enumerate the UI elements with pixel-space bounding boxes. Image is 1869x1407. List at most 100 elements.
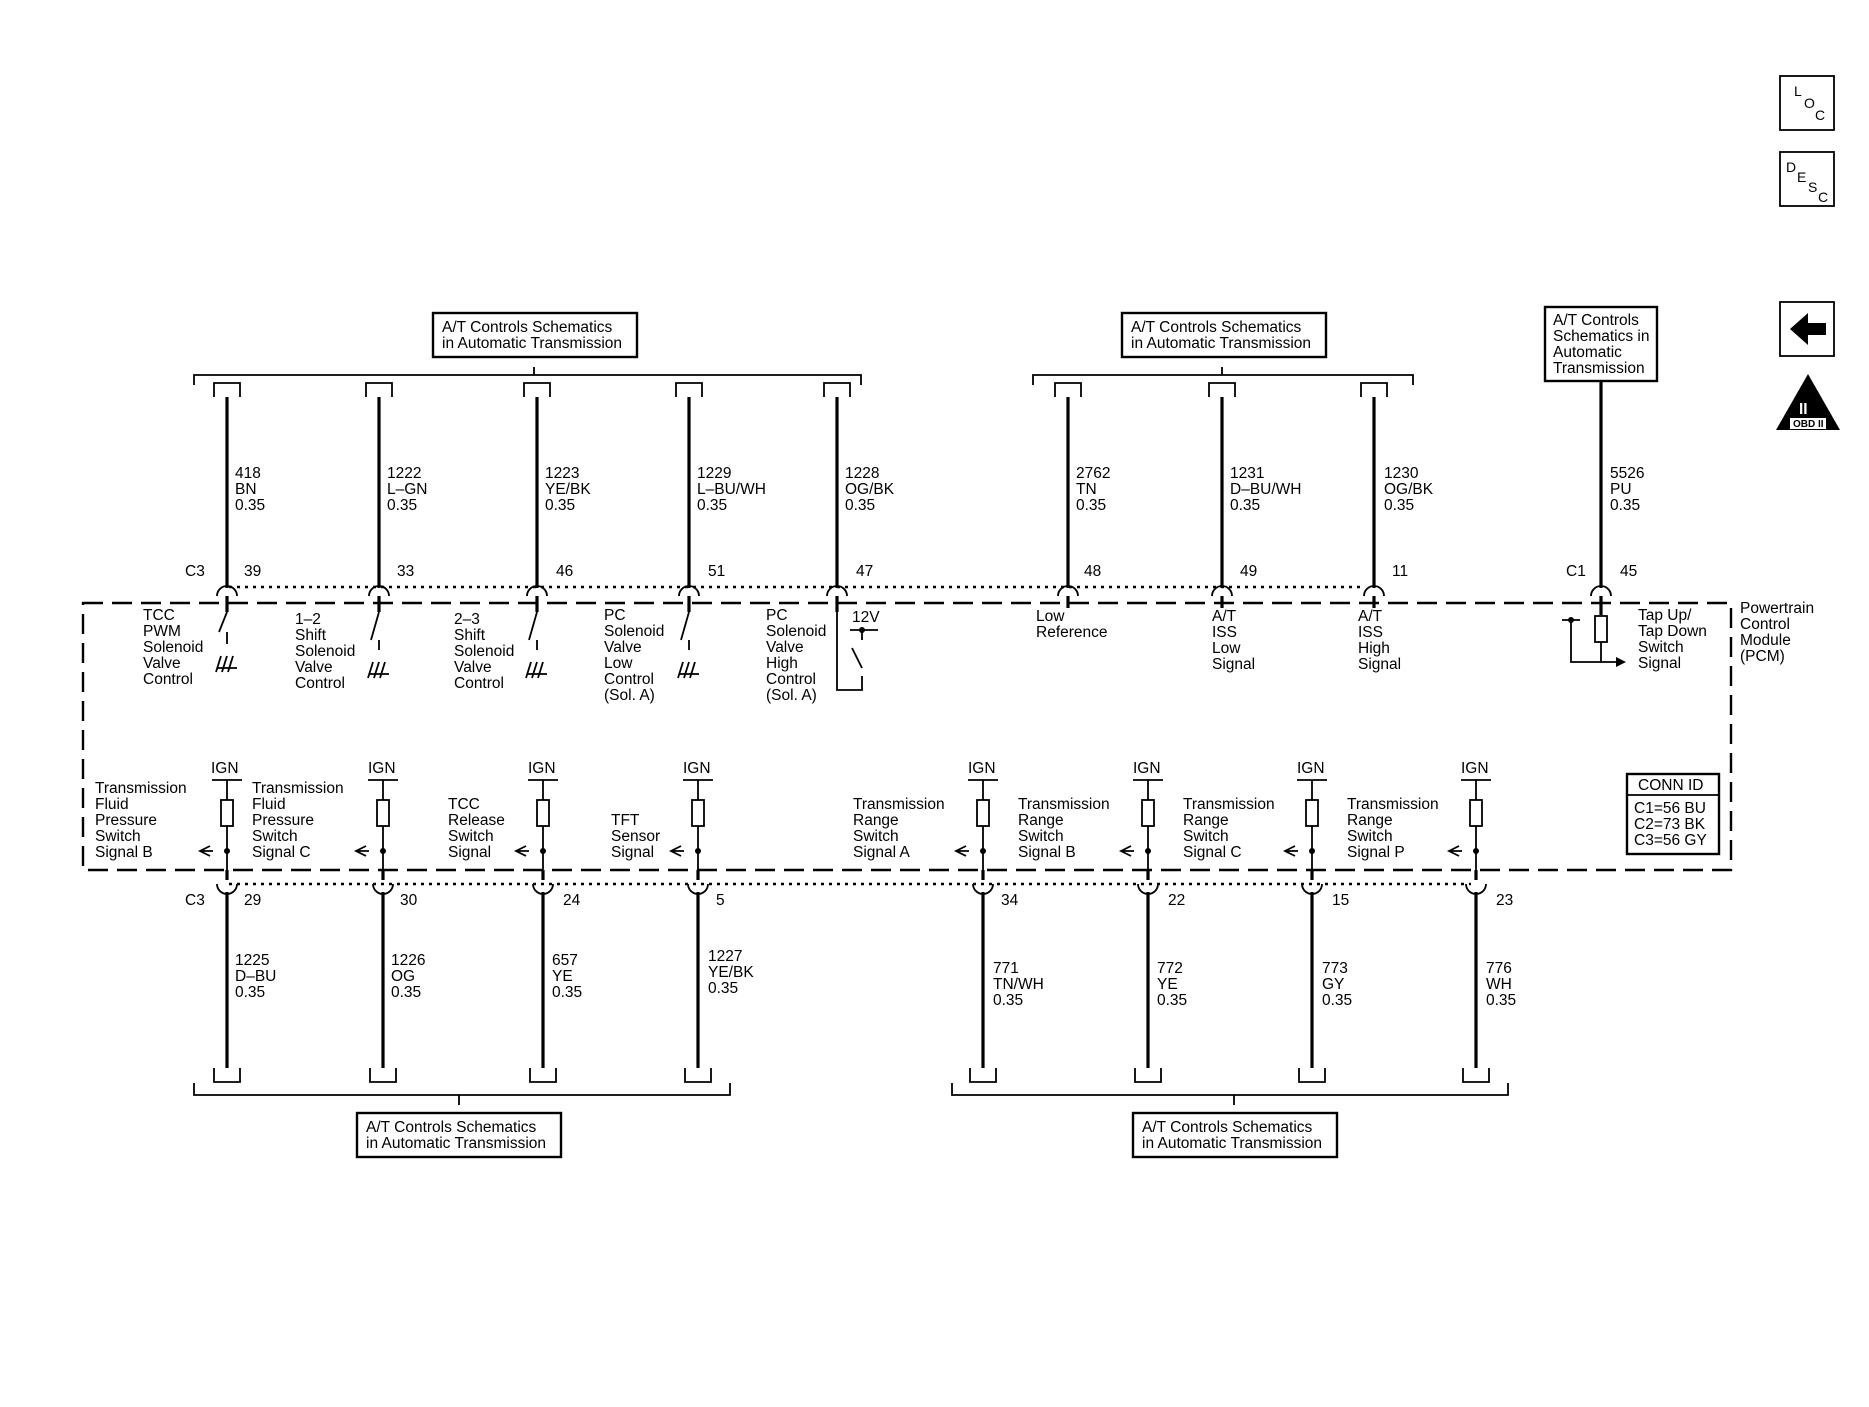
circuit-number: 1228 [845,465,879,482]
ign-label: IGN [968,760,996,777]
circuit-label-line: Transmission [1347,796,1439,813]
obd-ii-icon[interactable]: II OBD II [1776,374,1840,430]
circuit-number: 776 [1486,960,1512,977]
pin-number: 33 [397,563,414,580]
circuit-label-line: Switch [448,828,494,845]
reference-line: in Automatic Transmission [442,335,622,352]
circuit-number: 1225 [235,952,269,969]
wire-gauge: 0.35 [235,984,265,1001]
wire-color: BN [235,481,257,498]
circuit-label-line: Valve [295,659,333,676]
reference-line: A/T Controls Schematics [366,1119,537,1136]
bottom-left-reference[interactable]: A/T Controls Schematics in Automatic Tra… [355,1111,563,1159]
circuit-number: 1226 [391,952,425,969]
circuit-label-line: Pressure [252,812,314,829]
circuit-label-line: A/T [1358,608,1383,625]
bottom-right-reference[interactable]: A/T Controls Schematics in Automatic Tra… [1131,1111,1339,1159]
circuit-label-line: Transmission [853,796,945,813]
circuit-label-line: Switch [95,828,141,845]
wire-gauge: 0.35 [552,984,582,1001]
circuit-label-line: Signal C [252,844,311,861]
wire-gauge: 0.35 [545,497,575,514]
circuit-label-line: Signal [1212,656,1255,673]
bottom-pin-29: IGN C3 29 1225 D–BU 0.35 Transmission Fl… [95,760,276,1083]
pin-number: 22 [1168,892,1185,909]
wire-color: OG/BK [1384,481,1434,498]
circuit-label-line: Fluid [252,796,286,813]
ground-icon [677,640,699,679]
top-left-reference[interactable]: A/T Controls Schematics in Automatic Tra… [431,311,639,359]
reference-line: Automatic [1553,344,1622,361]
circuit-number: 5526 [1610,465,1644,482]
circuit-label-line: Range [853,812,899,829]
wire-gauge: 0.35 [1322,992,1352,1009]
circuit-label-line: Signal C [1183,844,1242,861]
bottom-pin-15: IGN 15 773 GY 0.35 Transmission Range Sw… [1183,760,1352,1083]
circuit-label-line: Range [1347,812,1393,829]
pin-number: 5 [716,892,725,909]
circuit-label-line: PC [604,607,626,624]
pin-number: 48 [1084,563,1101,580]
circuit-label-line: 2–3 [454,611,480,628]
top-mid-reference[interactable]: A/T Controls Schematics in Automatic Tra… [1120,311,1328,359]
pin-number: 45 [1620,563,1637,580]
bottom-pin-34: IGN 34 771 TN/WH 0.35 Transmission Range… [853,760,1044,1083]
wire-gauge: 0.35 [387,497,417,514]
wire-color: TN [1076,481,1097,498]
bottom-pin-23: IGN 23 776 WH 0.35 Transmission Range Sw… [1347,760,1516,1083]
loc-letter: O [1804,95,1815,111]
circuit-label-line: Shift [454,627,486,644]
desc-button[interactable]: D E S C [1779,151,1835,207]
pcm-label-line: (PCM) [1740,648,1785,665]
desc-letter: S [1808,179,1817,195]
reference-line: A/T Controls [1553,312,1639,329]
pin-number: 11 [1392,563,1408,580]
connector-id: C1 [1566,563,1586,580]
top-pin-39: C3 39 418 BN 0.35 [185,382,265,673]
top-mid-bracket [1032,367,1414,385]
wire-color: YE [1157,976,1178,993]
top-pin-47-label: PC Solenoid Valve High Control (Sol. A) [766,607,826,704]
wire-gauge: 0.35 [1610,497,1640,514]
circuit-label-line: Tap Up/ [1638,607,1692,624]
top-pin-33-label: 1–2 Shift Solenoid Valve Control [295,611,355,692]
ign-label: IGN [1297,760,1325,777]
circuit-label-line: Pressure [95,812,157,829]
pin-number: 30 [400,892,418,909]
top-right-reference[interactable]: A/T Controls Schematics in Automatic Tra… [1543,305,1659,383]
ign-label: IGN [1461,760,1489,777]
pin-number: 29 [244,892,261,909]
wire-gauge: 0.35 [1486,992,1516,1009]
circuit-label-line: Low [604,655,633,672]
circuit-label-line: Solenoid [454,643,514,660]
circuit-label-line: Signal P [1347,844,1405,861]
wire-color: L–GN [387,481,428,498]
wire-gauge: 0.35 [1384,497,1414,514]
connector-id: C3 [185,892,205,909]
wire-gauge: 0.35 [845,497,875,514]
bottom-pin-5: IGN 5 1227 YE/BK 0.35 TFT Sensor Signal [611,760,754,1083]
pin-number: 49 [1240,563,1257,580]
circuit-label-line: ISS [1212,624,1237,641]
pin-number: 15 [1332,892,1349,909]
loc-button[interactable]: L O C [1779,75,1835,131]
circuit-label-line: Valve [143,655,181,672]
pcm-label: Powertrain Control Module (PCM) [1740,600,1814,665]
circuit-number: 773 [1322,960,1348,977]
reference-line: A/T Controls Schematics [1142,1119,1313,1136]
supply-voltage-label: 12V [852,609,880,626]
circuit-label-line: Solenoid [766,623,826,640]
ign-label: IGN [1133,760,1161,777]
pcm-label-line: Control [1740,616,1790,633]
circuit-label-line: Shift [295,627,327,644]
circuit-label-line: Control [143,671,193,688]
circuit-label-line: Signal B [1018,844,1076,861]
circuit-label-line: Switch [1638,639,1684,656]
back-button[interactable] [1779,301,1835,357]
bottom-pin-22: IGN 22 772 YE 0.35 Transmission Range Sw… [1018,760,1187,1083]
loc-letter: L [1794,83,1802,99]
wire-gauge: 0.35 [235,497,265,514]
pcm-module-outline [81,601,1733,872]
wire-color: D–BU/WH [1230,481,1301,498]
